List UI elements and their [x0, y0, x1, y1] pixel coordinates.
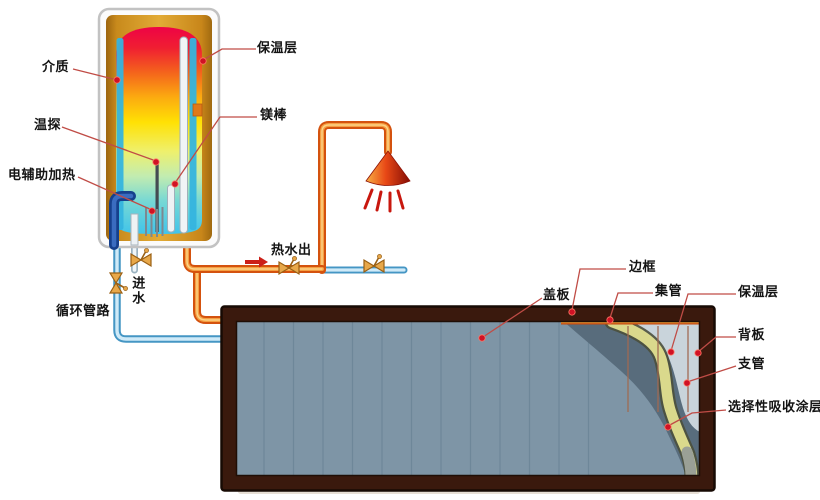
label-back-plate: 背板	[738, 328, 766, 343]
label-frame: 边框	[629, 260, 657, 275]
label-medium: 介质	[42, 60, 70, 75]
leader-electric-heater	[77, 176, 153, 211]
hot-water-out-pipe	[183, 238, 326, 273]
label-temp-probe: 温探	[34, 118, 62, 133]
leader-header-pipe	[609, 292, 653, 319]
label-hot-water-out: 热水出	[271, 243, 312, 258]
insulation-band-gray-tail	[681, 446, 697, 483]
leader-frame	[571, 268, 626, 311]
leader-temp-probe	[61, 126, 157, 162]
leader-branch-pipe	[686, 365, 737, 383]
collector-frame	[222, 307, 714, 490]
label-selective-coating: 选择性吸收涂层	[728, 400, 820, 415]
leader-collector-insulation	[670, 293, 736, 352]
collector-frame-outer-edge	[220, 305, 716, 492]
anode-port	[192, 103, 203, 117]
flow-arrow	[245, 256, 268, 268]
label-water-in: 进水	[129, 276, 145, 306]
leader-magnesium-rod	[174, 116, 257, 184]
leader-cover-plate	[482, 297, 543, 338]
inlet-dip-tube	[130, 213, 139, 246]
label-branch-pipe: 支管	[738, 357, 766, 372]
leader-back-plate	[697, 336, 736, 353]
dip-tube-rod	[179, 36, 188, 234]
leader-medium	[72, 68, 118, 81]
branch-pipes	[627, 326, 689, 412]
electric-heater-element	[145, 207, 164, 237]
shower-head	[363, 150, 411, 213]
tank-water-gradient	[116, 27, 202, 234]
magnesium-rod	[167, 184, 175, 233]
shower-riser-pipe	[318, 121, 392, 274]
leader-selective-coating	[667, 409, 727, 427]
spray-lines	[363, 188, 405, 213]
label-tank-insulation: 保温层	[257, 41, 298, 56]
tank-jacket-right	[189, 38, 197, 230]
temp-probe-rod	[155, 163, 159, 232]
tank-jacket-left	[116, 38, 124, 230]
label-electric-heater: 电辅助加热	[8, 168, 76, 183]
leader-lines	[61, 48, 737, 427]
riser-tube-lines	[263, 322, 590, 476]
collector-feed-pipe	[193, 267, 236, 324]
label-magnesium-rod: 镁棒	[260, 108, 288, 123]
collector-frame-inner-edge	[235, 320, 701, 477]
label-header-pipe: 集管	[655, 284, 683, 299]
label-cover-plate: 盖板	[543, 288, 571, 303]
storage-tank	[97, 7, 221, 250]
back-plate-region	[610, 321, 700, 432]
marker-dots	[113, 57, 702, 431]
label-collector-insulation: 保温层	[738, 285, 779, 300]
pipe-network	[113, 121, 408, 343]
circulation-pipe	[113, 240, 236, 343]
label-circulation-pipe: 循环管路	[56, 304, 111, 319]
leader-tank-insulation	[202, 48, 256, 61]
flat-plate-collector	[220, 305, 716, 494]
